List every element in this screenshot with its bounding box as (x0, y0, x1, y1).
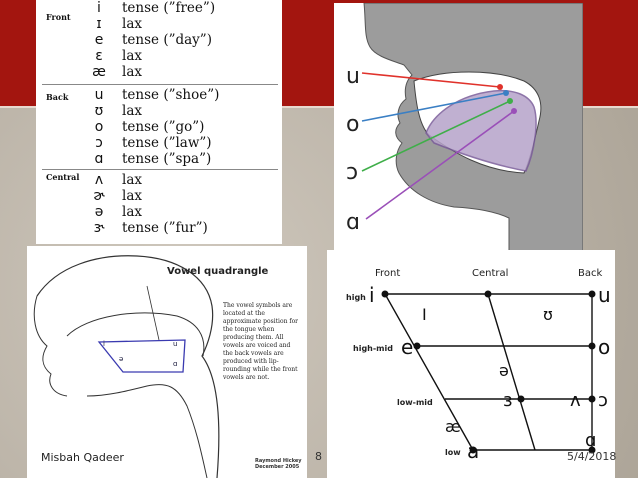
vowel-symbol: ə (94, 204, 104, 220)
vowel-ae: æ (445, 417, 461, 436)
pointer-dot-open-o (507, 98, 513, 104)
chart-dot (588, 342, 596, 350)
vowel-quadrangle-sketch: ə i u ɑ Vowel quadrangle The vowel symbo… (27, 246, 307, 479)
vowel-desc: tense (”fur”) (122, 220, 208, 236)
vowel-u: u (598, 283, 611, 307)
vowel-I: I (422, 305, 427, 324)
vowel-desc: lax (122, 16, 142, 32)
chart-dot (381, 290, 389, 298)
vowel-desc: lax (122, 64, 142, 80)
lips-outline (33, 295, 68, 397)
pointer-dot-u (497, 84, 503, 90)
chart-dot (413, 342, 421, 350)
footer-author: Misbah Qadeer (41, 451, 124, 464)
footer-page-number: 8 (315, 450, 322, 463)
pointer-line-o (361, 92, 507, 122)
jaw-outline (86, 384, 208, 479)
vowel-symbol: ɚ (93, 188, 105, 204)
chart-row-high: high (346, 293, 366, 302)
tongue-label-o: o (346, 112, 359, 137)
pointer-dot-o (503, 90, 509, 96)
tongue-label-alpha: ɑ (346, 210, 360, 235)
chart-column-front: Front (375, 268, 400, 279)
chart-dot (484, 290, 492, 298)
quadrangle-shape (97, 339, 186, 373)
pointer-line-u (361, 72, 501, 88)
vowel-table: Front Back Central i tense (”free”) ɪ la… (36, 0, 282, 244)
chart-dot (588, 395, 596, 403)
chart-column-back: Back (578, 268, 602, 279)
tongue-label-u: u (346, 64, 360, 89)
quadrangle-symbol: ə (119, 355, 123, 363)
chart-dot (517, 395, 525, 403)
tongue-label-open-o: ɔ (346, 160, 358, 185)
vowel-desc: tense (”day”) (122, 32, 212, 48)
vowel-symbol: ɪ (96, 16, 102, 32)
vowel-symbol: ɝ (93, 220, 105, 236)
chart-row-low: low (445, 448, 461, 457)
vowel-o: o (598, 335, 610, 359)
header-divider (0, 106, 638, 108)
vowel-symbol: u (94, 87, 104, 103)
palate-outline (66, 312, 205, 357)
vowel-U: ʊ (543, 305, 553, 324)
head-outline (36, 255, 220, 479)
vowel-desc: tense (”free”) (122, 0, 216, 16)
chart-dot (588, 290, 596, 298)
vowel-symbol: o (94, 119, 104, 135)
vowel-symbol: ɛ (95, 48, 103, 64)
group-label-front: Front (46, 12, 71, 22)
quadrangle-symbol: ɑ (173, 360, 177, 368)
pointer-line (146, 285, 160, 341)
vowel-desc: tense (”law”) (122, 135, 212, 151)
vowel-wedge: ʌ (570, 390, 581, 411)
vowel-trapezoid (383, 293, 593, 451)
vowel-alpha: ɑ (585, 430, 596, 451)
vowel-a: a (467, 439, 479, 463)
vowel-i: i (369, 283, 375, 307)
vowel-desc: lax (122, 172, 142, 188)
vowel-desc: lax (122, 48, 142, 64)
vowel-symbol: ʌ (94, 172, 104, 188)
sketch-signature: Raymond Hickey December 2005 (255, 458, 302, 470)
vowel-open-o: ɔ (598, 390, 608, 411)
footer-date: 5/4/2018 (567, 450, 617, 463)
tongue-shape (425, 89, 537, 172)
vowel-symbol: æ (92, 64, 106, 80)
vowel-schwa: ə (499, 361, 509, 380)
vowel-desc: lax (122, 103, 142, 119)
vowel-symbol: ɑ (94, 151, 104, 167)
vowel-symbol: e (94, 32, 104, 48)
chart-column-central: Central (472, 268, 508, 279)
vowel-symbol: ʊ (94, 103, 104, 119)
sketch-note: The vowel symbols are located at the app… (223, 302, 299, 381)
quadrangle-symbol: i (103, 340, 105, 348)
central-line (487, 293, 536, 451)
group-label-back: Back (46, 92, 69, 102)
vowel-desc: tense (”go”) (122, 119, 205, 135)
pointer-line-alpha (365, 110, 515, 220)
pointer-dot-alpha (511, 108, 517, 114)
chart-row-high-mid: high-mid (353, 344, 393, 353)
pointer-line-open-o (361, 100, 511, 172)
chart-dot (588, 446, 596, 454)
table-divider (42, 84, 278, 85)
vowel-er: ɜ (503, 390, 513, 411)
chart-dot (469, 446, 477, 454)
quadrangle-symbol: u (173, 340, 177, 348)
vowel-symbol: ɔ (95, 135, 103, 151)
vowel-desc: lax (122, 204, 142, 220)
vowel-desc: lax (122, 188, 142, 204)
table-divider (42, 169, 278, 170)
chart-row-low-mid: low-mid (397, 398, 433, 407)
group-label-central: Central (46, 172, 80, 182)
vowel-desc: tense (”shoe”) (122, 87, 220, 103)
vowel-desc: tense (”spa”) (122, 151, 212, 167)
vowel-symbol: i (97, 0, 101, 16)
tongue-position-diagram: u o ɔ ɑ (334, 2, 584, 252)
sketch-title: Vowel quadrangle (167, 266, 269, 277)
ipa-vowel-chart: Front Central Back high high-mid low-mid… (327, 250, 615, 478)
vowel-e: e (401, 335, 413, 359)
